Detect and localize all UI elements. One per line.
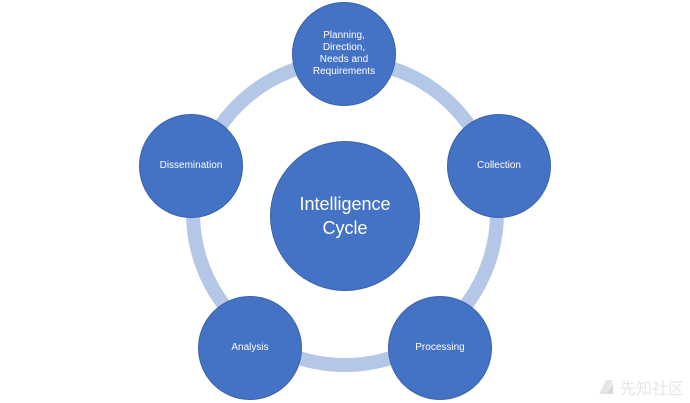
center-node: Intelligence Cycle (270, 141, 420, 291)
stage-analysis-label: Analysis (231, 342, 269, 353)
xianzhi-logo-icon (598, 380, 613, 394)
watermark: 先知社区 (596, 375, 684, 399)
stage-collection-label: Collection (477, 160, 521, 171)
stage-analysis: Analysis (198, 296, 302, 400)
stage-collection: Collection (447, 114, 551, 218)
watermark-text: 先知社区 (619, 379, 684, 398)
stage-processing: Processing (388, 296, 492, 400)
stage-processing-label: Processing (415, 342, 465, 353)
stage-dissemination-label: Dissemination (159, 160, 223, 171)
stage-dissemination: Dissemination (139, 114, 243, 218)
stage-planning-label: Planning, Direction, Needs and Requireme… (312, 30, 376, 77)
center-label: Intelligence Cycle (299, 194, 391, 238)
stage-planning: Planning, Direction, Needs and Requireme… (292, 2, 396, 106)
